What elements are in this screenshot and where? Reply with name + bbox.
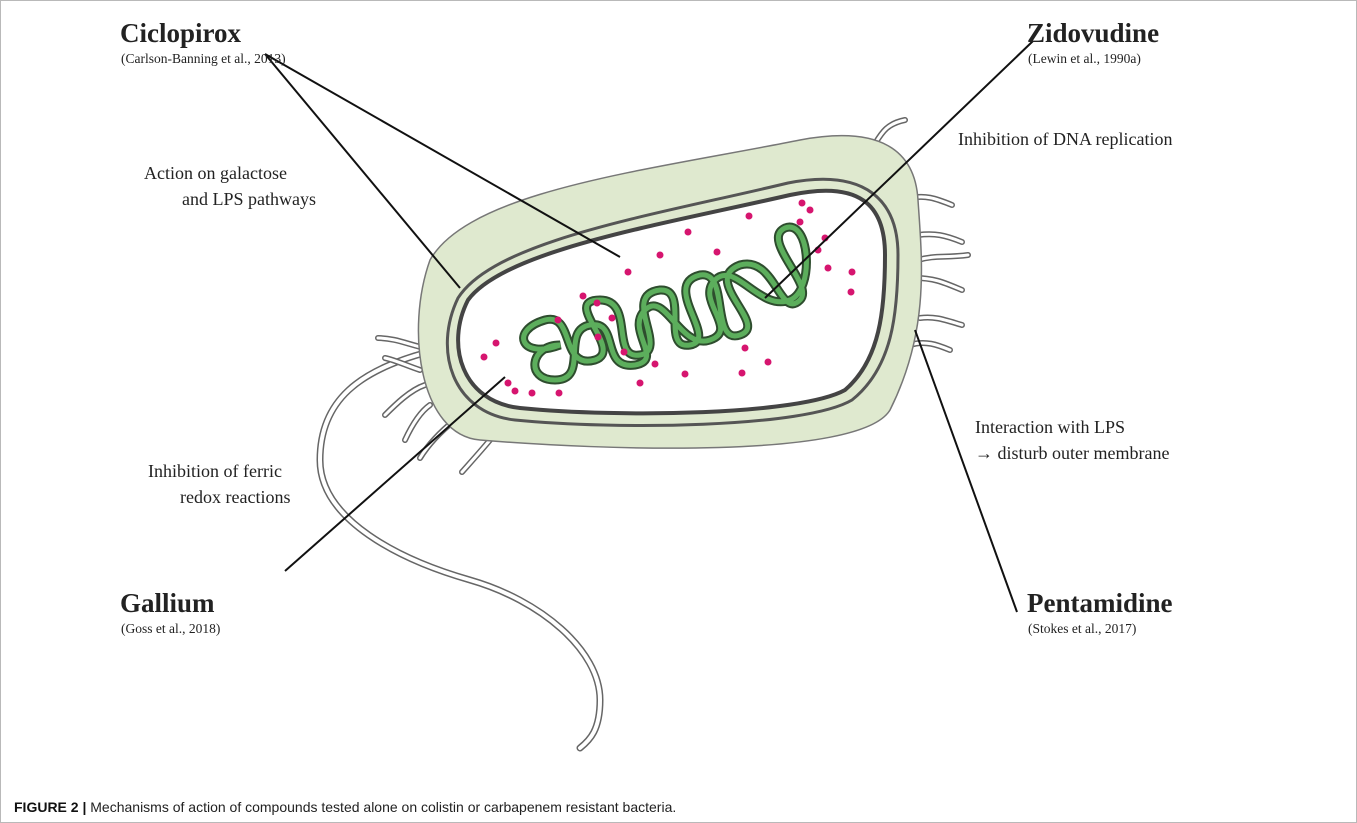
figure-caption: FIGURE 2 | Mechanisms of action of compo… xyxy=(14,799,676,815)
gallium-mechanism-line2: redox reactions xyxy=(180,484,290,510)
figure-caption-label: FIGURE 2 | xyxy=(14,799,86,815)
zidovudine-mechanism: Inhibition of DNA replication xyxy=(958,126,1172,152)
pentamidine-mechanism-line2: → disturb outer membrane xyxy=(975,440,1169,466)
ciclopirox-mechanism-line1: Action on galactose xyxy=(144,160,287,186)
zidovudine-name: Zidovudine xyxy=(1027,18,1159,49)
pentamidine-name: Pentamidine xyxy=(1027,588,1173,619)
ciclopirox-name: Ciclopirox xyxy=(120,18,241,49)
ciclopirox-reference: (Carlson-Banning et al., 2013) xyxy=(121,51,286,67)
pentamidine-reference: (Stokes et al., 2017) xyxy=(1028,621,1136,637)
pentamidine-mechanism-line1: Interaction with LPS xyxy=(975,414,1125,440)
ciclopirox-mechanism-line2: and LPS pathways xyxy=(182,186,316,212)
zidovudine-reference: (Lewin et al., 1990a) xyxy=(1028,51,1141,67)
figure-caption-text: Mechanisms of action of compounds tested… xyxy=(86,799,676,815)
gallium-mechanism-line1: Inhibition of ferric xyxy=(148,458,282,484)
gallium-name: Gallium xyxy=(120,588,215,619)
gallium-reference: (Goss et al., 2018) xyxy=(121,621,220,637)
